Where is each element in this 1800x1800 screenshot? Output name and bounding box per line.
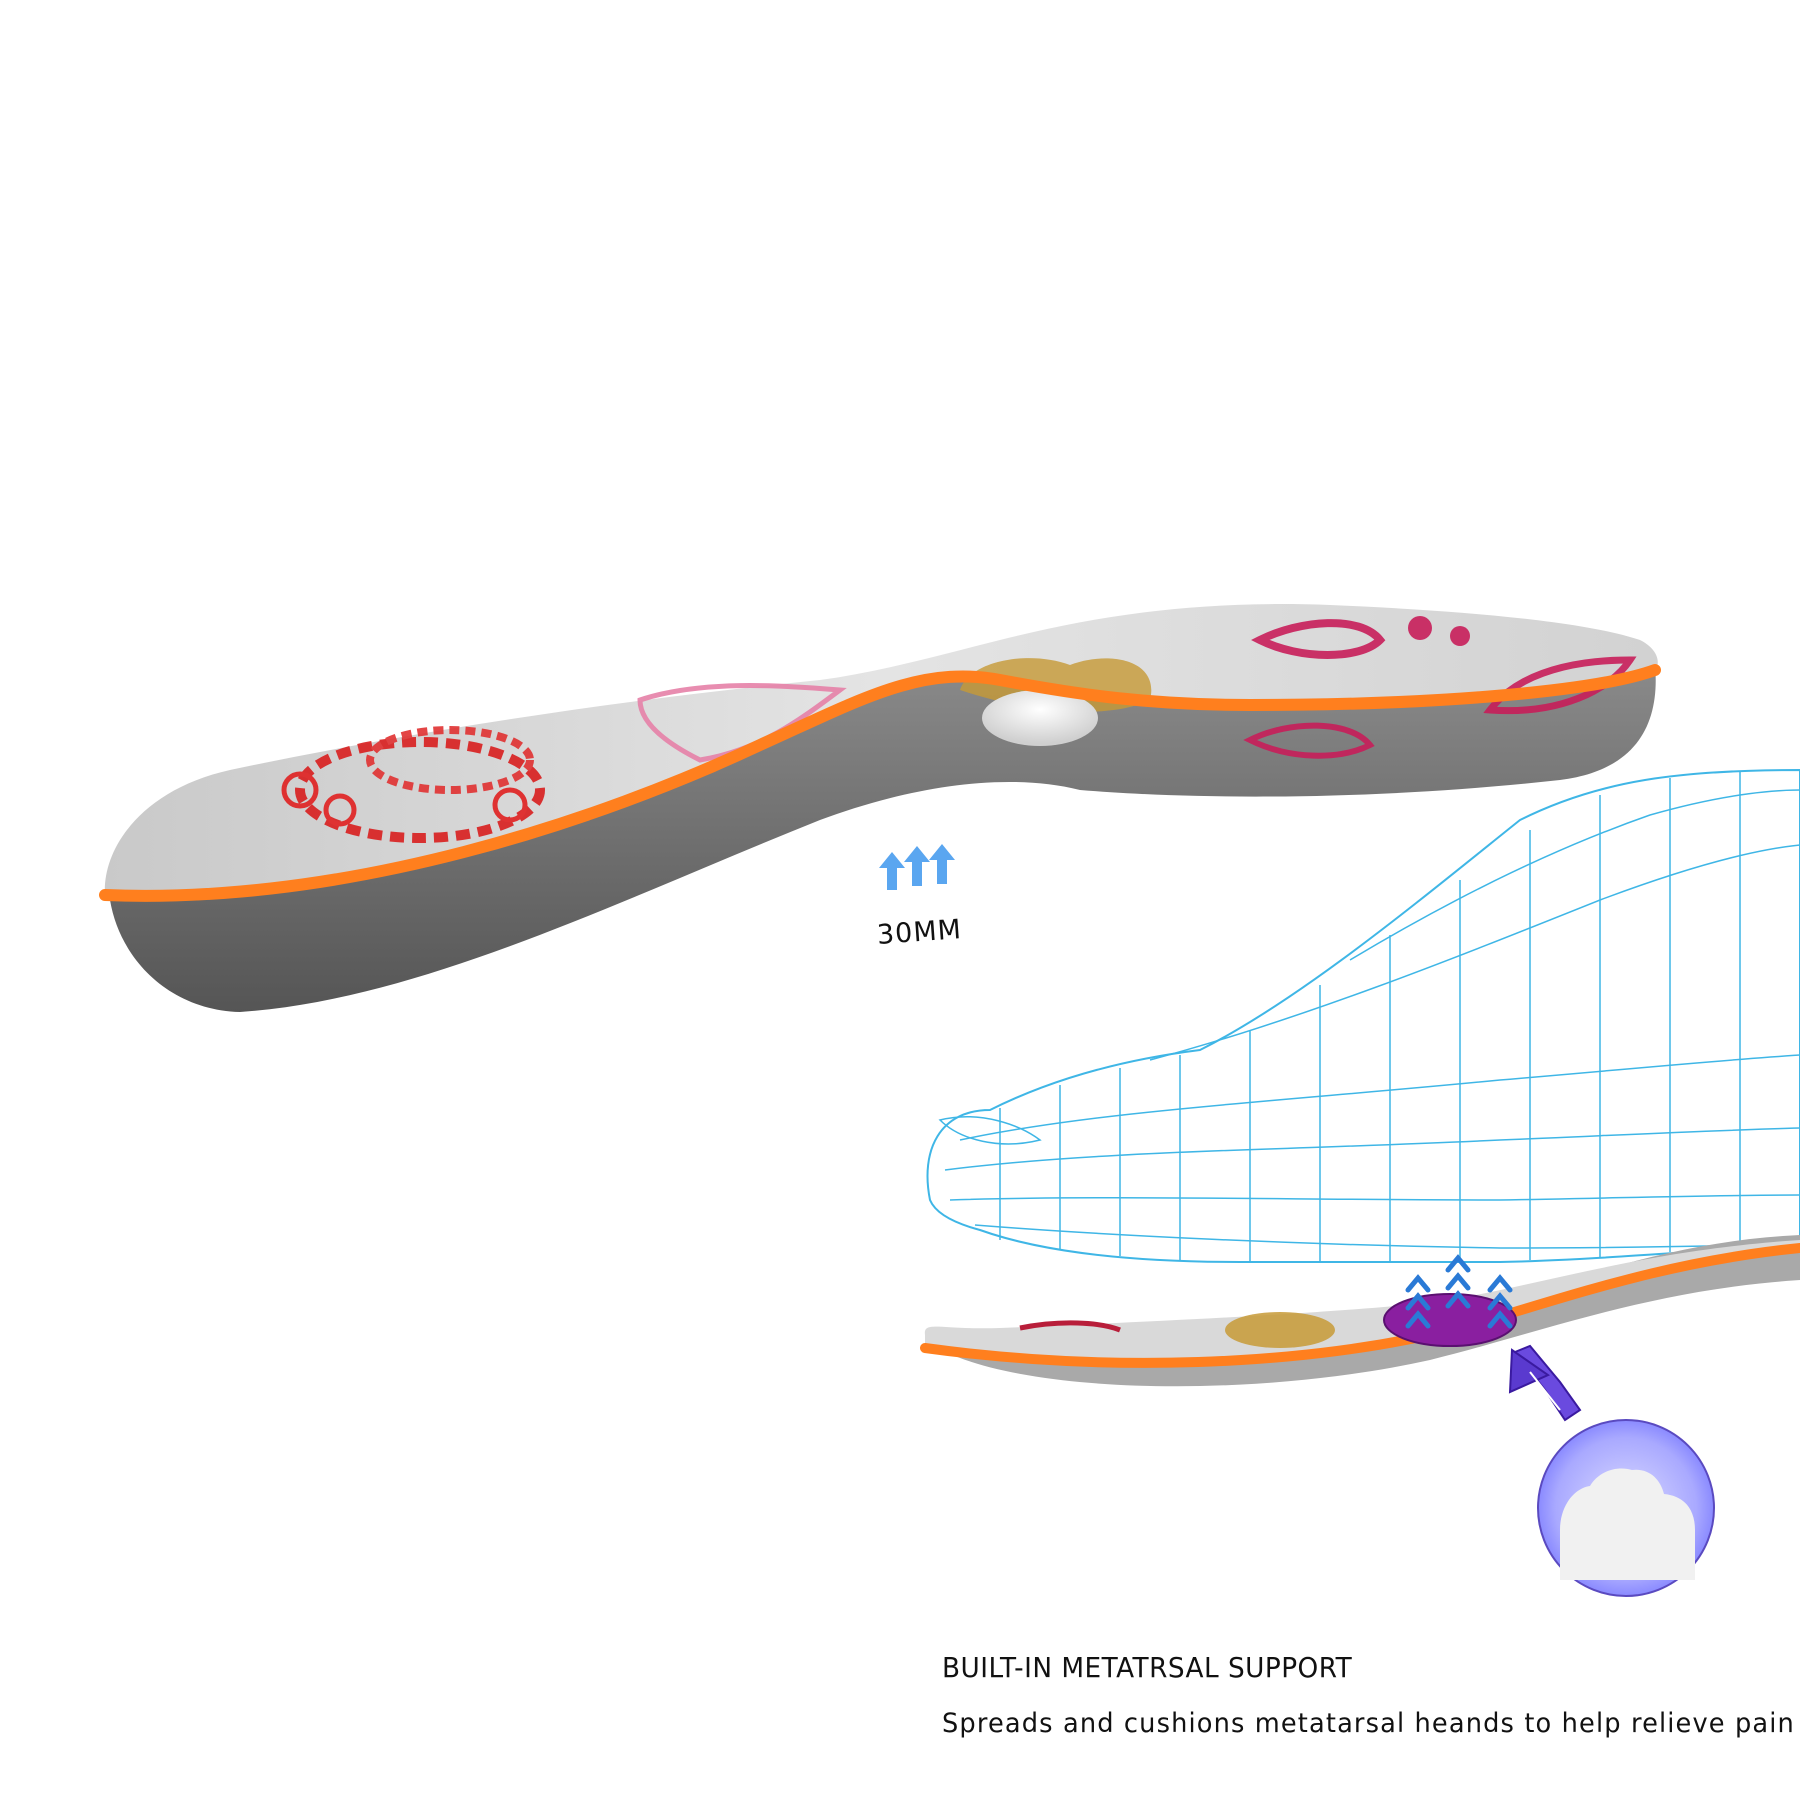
metatarsal-detail-circle bbox=[1537, 1419, 1715, 1597]
foot-mesh-lines bbox=[938, 772, 1800, 1262]
metatarsal-dome bbox=[982, 690, 1098, 746]
pressure-chevrons bbox=[1405, 1254, 1513, 1329]
chevron-up-icon bbox=[1445, 1290, 1471, 1309]
small-insole-top bbox=[924, 1240, 1800, 1361]
metatarsal-pad bbox=[1383, 1293, 1517, 1347]
arch-height-arrows bbox=[879, 844, 955, 890]
chevron-up-icon bbox=[1405, 1292, 1431, 1311]
chevron-up-icon bbox=[1445, 1254, 1471, 1273]
insole-orange-layer bbox=[99, 664, 1661, 902]
insole-side-view bbox=[99, 604, 1661, 1012]
up-arrow-icon bbox=[904, 846, 930, 886]
chevron-up-icon bbox=[1487, 1310, 1513, 1329]
up-arrow-icon bbox=[879, 852, 905, 890]
chevron-up-icon bbox=[1487, 1274, 1513, 1293]
pointer-arrow-icon bbox=[1508, 1344, 1582, 1422]
insole-foam-base bbox=[110, 665, 1656, 1012]
foot-wireframe bbox=[926, 768, 1800, 1264]
up-arrow-icon bbox=[929, 844, 955, 884]
feature-description: Spreads and cushions metatarsal heands t… bbox=[942, 1708, 1795, 1739]
metatarsal-pad-crosssection bbox=[1560, 1468, 1695, 1580]
chevron-up-icon bbox=[1445, 1272, 1471, 1291]
chevron-up-icon bbox=[1487, 1292, 1513, 1311]
insole-under-foot bbox=[920, 1235, 1800, 1387]
chevron-up-icon bbox=[1405, 1274, 1431, 1293]
feature-title: BUILT-IN METATRSAL SUPPORT bbox=[942, 1651, 1353, 1684]
chevron-up-icon bbox=[1405, 1310, 1431, 1329]
arch-height-label: 30MM bbox=[876, 914, 963, 951]
insole-top-surface bbox=[104, 604, 1658, 896]
